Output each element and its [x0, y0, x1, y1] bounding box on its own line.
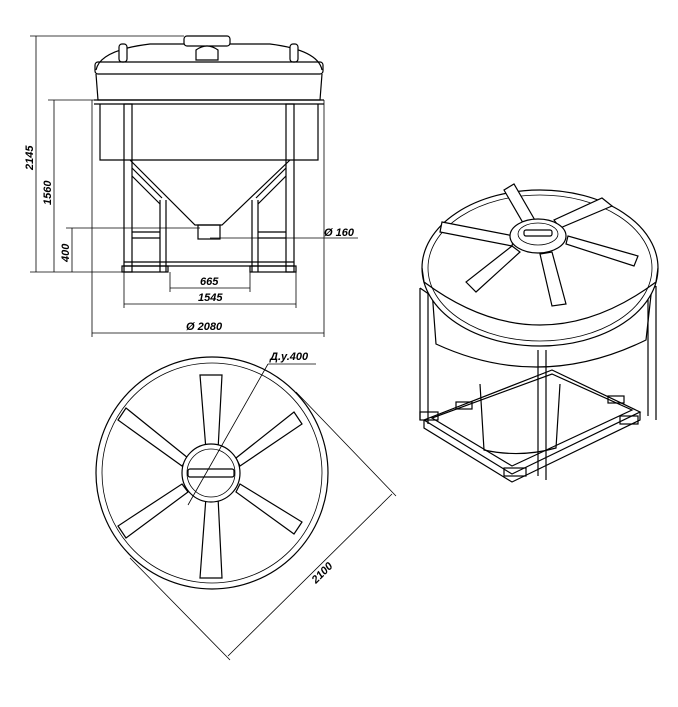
iso-lid-rim: [421, 267, 659, 326]
hatch-inner: [186, 448, 236, 498]
tank-shoulder: [95, 73, 323, 101]
dim-ext-2100-a: [129, 557, 231, 661]
lid-rib-right: [289, 43, 299, 63]
rib-top: [199, 374, 223, 451]
iso-base-side: [423, 412, 641, 483]
iso-lid: [421, 189, 659, 347]
foot-right: [249, 265, 297, 273]
hatch-cap: [183, 35, 231, 47]
rib-bottom-left: [117, 483, 189, 539]
lid-rib-left: [118, 43, 128, 63]
frame-leg-right: [285, 103, 295, 273]
iso-rib-5: [465, 245, 521, 293]
iso-foot-4: [455, 401, 473, 410]
iso-cone-body: [479, 383, 561, 455]
label-2145: 2145: [24, 145, 36, 171]
label-2100: 2100: [309, 560, 336, 587]
label-d160: Ø 160: [324, 227, 355, 239]
foot-left: [121, 265, 169, 273]
iso-cylinder: [431, 285, 653, 368]
hatch-bar: [187, 468, 235, 478]
tank-body: [99, 104, 319, 161]
top-view: Д.у.400 2100: [95, 351, 397, 661]
iso-hatch-bar: [523, 229, 553, 237]
hatch-outer: [181, 443, 241, 503]
rib-top-left: [117, 407, 189, 467]
brace-right: [255, 167, 287, 205]
iso-foot-5: [607, 395, 625, 404]
iso-hatch-inner: [517, 222, 559, 246]
iso-view: [419, 183, 659, 483]
outlet-pipe: [197, 224, 221, 240]
rib-top-right: [235, 411, 303, 467]
label-hatch: Д.у.400: [269, 351, 309, 363]
iso-rib-4: [565, 235, 639, 267]
tank-cone: [129, 159, 291, 226]
hatch-handle: [195, 45, 219, 61]
leader-hatch: [187, 363, 269, 506]
tank-inner-circle: [101, 362, 323, 584]
frame-leg-left: [123, 103, 133, 273]
label-1560: 1560: [42, 180, 54, 205]
iso-lid-inner: [427, 194, 653, 342]
dim-line-2100: [227, 493, 393, 657]
dim-ext-2100-b: [295, 391, 397, 497]
label-665: 665: [200, 276, 219, 288]
lid-rim: [94, 61, 324, 75]
iso-ribs: [439, 183, 639, 307]
front-view: 2145 1560 400 Ø 160 665 1545 Ø 2080: [24, 35, 358, 337]
label-1545: 1545: [198, 292, 223, 304]
iso-rib-6: [539, 251, 567, 307]
label-d2080: Ø 2080: [186, 321, 223, 333]
tank-outer-circle: [95, 356, 329, 590]
rib-bottom: [199, 496, 223, 579]
rib-bottom-right: [235, 483, 303, 535]
label-400: 400: [60, 243, 72, 263]
iso-foot-3: [619, 415, 639, 425]
iso-foot-2: [503, 467, 527, 477]
brace-left: [131, 167, 163, 205]
